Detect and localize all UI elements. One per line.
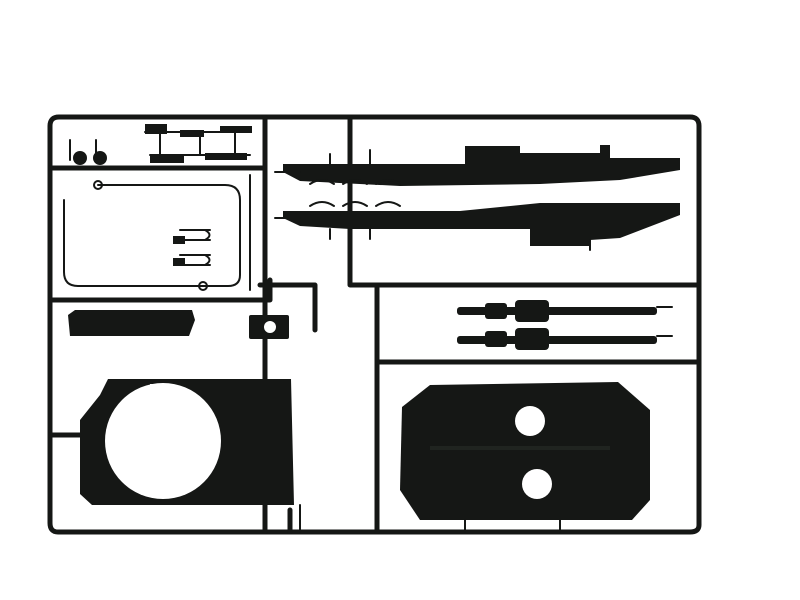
wire-loop-end-left xyxy=(93,180,103,190)
hull-side-part-bottom xyxy=(283,203,680,246)
right-hull-hole-top xyxy=(515,406,545,436)
small-part-a xyxy=(145,124,167,134)
small-part-d xyxy=(150,155,184,163)
small-square-hole xyxy=(264,321,276,333)
hook-base-bottom xyxy=(173,258,185,266)
hook-part-group xyxy=(179,229,211,266)
small-knob-right xyxy=(93,151,107,165)
right-hull-panel-line xyxy=(430,446,610,450)
hull-side-part-top xyxy=(283,145,680,186)
right-hull-plate xyxy=(400,382,650,520)
wire-loop-end-right xyxy=(198,281,208,291)
upper-barrel-mantlet xyxy=(515,300,549,322)
wire-loop-part xyxy=(63,184,241,287)
upper-barrel-sleeve xyxy=(485,303,507,319)
left-panel-notch-bottom xyxy=(152,490,166,498)
wheel-hub-details xyxy=(309,179,401,207)
sprue-frame xyxy=(47,114,702,535)
lower-barrel-sleeve xyxy=(485,331,507,347)
hook-base-top xyxy=(173,236,185,244)
lower-barrel-mantlet xyxy=(515,328,549,350)
right-hull-hole-bottom xyxy=(522,469,552,499)
small-knob-left xyxy=(73,151,87,165)
small-part-b xyxy=(180,130,204,137)
left-panel-cutout xyxy=(105,383,221,499)
small-part-c xyxy=(220,126,252,133)
small-part-e xyxy=(205,153,247,160)
mount-bracket xyxy=(68,310,195,336)
left-panel-notch-top xyxy=(150,384,162,392)
sprue-gates xyxy=(274,149,673,533)
